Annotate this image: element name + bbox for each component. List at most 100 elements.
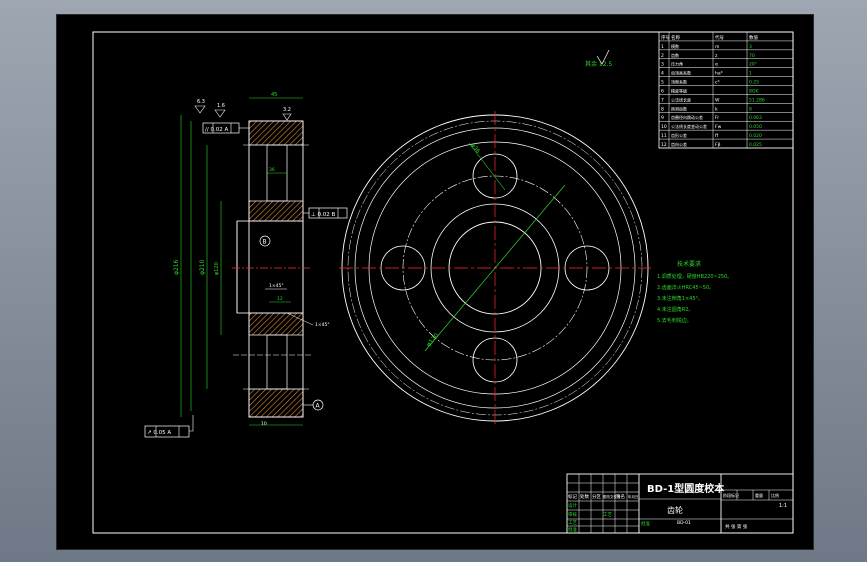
- table-cell: 0.25: [749, 80, 759, 86]
- roughness-marks: 6.3 1.6 3.2: [194, 99, 292, 121]
- datum-a-marker: A: [303, 399, 324, 411]
- table-cell: 齿顶高系数: [671, 70, 691, 76]
- part-name: 齿轮: [667, 505, 683, 515]
- table-header-cell: 代号: [715, 34, 724, 41]
- svg-text:技术要求: 技术要求: [677, 260, 701, 268]
- svg-text:批准: 批准: [568, 526, 577, 533]
- svg-text:重量: 重量: [755, 492, 763, 498]
- dim-phi-right: φ210: [199, 259, 206, 275]
- title-block: 标记 处数 分区 更改文件号 签名 年月日 设计 审核 工艺 批准 工艺 批准 …: [566, 473, 794, 534]
- table-cell: 公法线长度: [671, 96, 691, 102]
- svg-text:1×45°: 1×45°: [269, 283, 284, 289]
- drawing-number: BD-01: [677, 520, 691, 526]
- rim-bottom-hatch: [248, 388, 304, 418]
- svg-text:1×45°: 1×45°: [315, 322, 330, 328]
- gear-front-view: φ120 φ36: [339, 111, 651, 425]
- table-cell: 8: [749, 106, 752, 112]
- table-cell: 8GK: [749, 88, 759, 94]
- svg-text:批准: 批准: [641, 520, 650, 527]
- svg-text:5.去毛刺锐边。: 5.去毛刺锐边。: [657, 317, 692, 324]
- svg-text:年月日: 年月日: [628, 494, 639, 499]
- svg-text:共 张 第 张: 共 张 第 张: [725, 523, 748, 530]
- table-cell: z: [715, 54, 718, 59]
- svg-text:φ120: φ120: [214, 262, 220, 275]
- svg-text:签名: 签名: [616, 493, 625, 500]
- hub-top-hatch: [248, 200, 304, 222]
- table-cell: 公法线长度变动公差: [671, 123, 707, 129]
- svg-text:处数: 处数: [580, 493, 589, 500]
- dim-width: 45: [271, 92, 277, 98]
- svg-text:3.2: 3.2: [283, 107, 291, 113]
- svg-text:6.3: 6.3: [197, 99, 205, 105]
- table-cell: 精度等级: [671, 87, 687, 93]
- table-cell: 0.050: [749, 124, 762, 130]
- table-cell: 6: [661, 88, 664, 94]
- table-header-cell: 序号: [661, 34, 670, 41]
- table-cell: 9: [661, 115, 664, 121]
- sheet-border: [92, 31, 794, 534]
- technical-requirements: 技术要求 1.调质处理，硬度HB220~250。 2.齿面淬火HRC45~50。…: [657, 260, 732, 324]
- table-cell: ff: [715, 133, 719, 139]
- table-cell: 51.286: [749, 97, 765, 103]
- svg-text:A: A: [316, 403, 321, 410]
- svg-text:阶段标记: 阶段标记: [723, 492, 739, 498]
- table-cell: Fr: [715, 115, 719, 121]
- table-cell: 顶隙系数: [671, 79, 687, 85]
- svg-text:3.未注倒角1×45°。: 3.未注倒角1×45°。: [657, 295, 703, 302]
- dim-hole-label: φ36: [469, 143, 481, 155]
- svg-text:比例: 比例: [771, 492, 779, 498]
- table-cell: 3: [749, 44, 752, 50]
- svg-text:// 0.02 A: // 0.02 A: [205, 127, 228, 133]
- table-cell: 0.063: [749, 115, 762, 121]
- svg-text:4.未注圆角R2。: 4.未注圆角R2。: [657, 306, 693, 313]
- tolerance-frame-1: // 0.02 A: [202, 122, 249, 134]
- svg-text:⊥ 0.02 B: ⊥ 0.02 B: [311, 212, 336, 218]
- table-cell: 齿形公差: [671, 132, 687, 138]
- table-cell: ha*: [715, 71, 724, 77]
- table-cell: 4: [661, 71, 664, 77]
- table-cell: W: [715, 97, 720, 103]
- table-cell: 20°: [749, 62, 757, 68]
- table-cell: 模数: [671, 43, 679, 49]
- table-cell: 7: [661, 97, 664, 103]
- table-cell: Fw: [715, 124, 722, 130]
- svg-text:1.6: 1.6: [217, 103, 225, 109]
- svg-text:更改文件号: 更改文件号: [603, 494, 621, 499]
- table-cell: 70: [749, 53, 755, 59]
- datum-b-marker: B: [259, 235, 271, 247]
- svg-text:↗ 0.05 A: ↗ 0.05 A: [147, 430, 171, 436]
- svg-text:审核: 审核: [568, 511, 577, 518]
- svg-text:标记: 标记: [568, 493, 577, 500]
- table-header-cell: 数值: [749, 34, 758, 41]
- tolerance-frame-2: ⊥ 0.02 B: [303, 207, 348, 219]
- table-cell: 10: [661, 124, 667, 130]
- scale-value: 1:1: [779, 503, 787, 509]
- table-cell: 2: [661, 53, 664, 59]
- table-cell: Fβ: [715, 142, 721, 148]
- table-cell: 齿向公差: [671, 141, 687, 147]
- svg-text:分区: 分区: [592, 493, 601, 500]
- table-cell: 0.025: [749, 142, 762, 148]
- gear-section-view: φ216 φ210 φ120 45 36 6.3 1.6 3.2 // 0.02…: [144, 92, 348, 438]
- table-cell: 1: [661, 44, 664, 50]
- svg-text:12: 12: [277, 296, 283, 302]
- table-cell: 齿数: [671, 52, 679, 58]
- table-cell: k: [715, 106, 718, 112]
- table-cell: 8: [661, 106, 664, 112]
- svg-text:36: 36: [269, 167, 275, 173]
- roughness-other-note: 其余 12.5: [585, 49, 612, 68]
- table-cell: 0.020: [749, 133, 762, 139]
- table-cell: 跨测齿数: [671, 105, 687, 111]
- table-cell: 压力角: [671, 61, 683, 67]
- svg-text:工艺: 工艺: [603, 512, 612, 518]
- table-cell: c*: [715, 80, 720, 86]
- drawing-title: BD-1型圆度校本: [647, 482, 725, 495]
- svg-text:其余 12.5: 其余 12.5: [585, 60, 612, 68]
- svg-text:B: B: [263, 239, 267, 246]
- svg-text:10: 10: [261, 421, 267, 427]
- table-cell: α: [715, 63, 718, 68]
- dim-phi-left: φ216: [173, 259, 180, 275]
- svg-text:工艺: 工艺: [568, 520, 577, 526]
